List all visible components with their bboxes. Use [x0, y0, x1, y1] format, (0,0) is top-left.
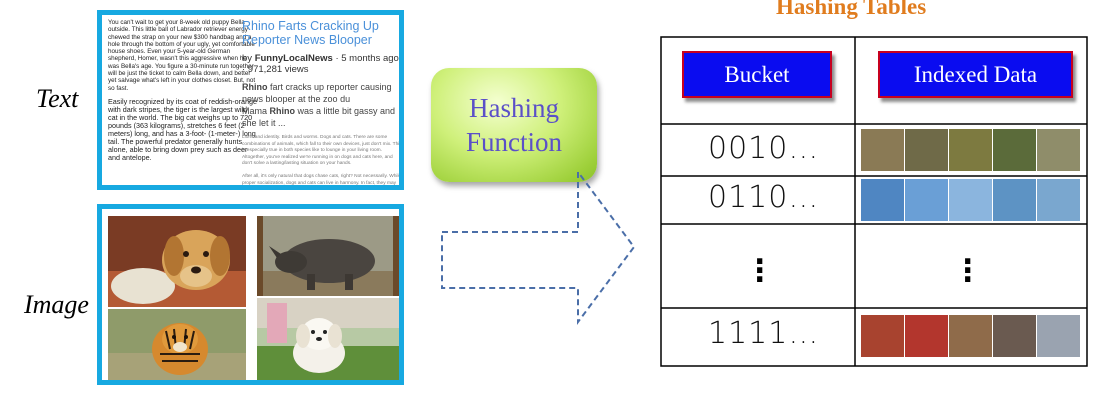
indexed-data-ships: [861, 179, 1081, 221]
bucket-header: Bucket: [682, 51, 832, 98]
news-fine-print-1: Lions and identity. Birds and worms. Dog…: [242, 135, 402, 167]
text-label: Text: [36, 84, 79, 113]
bucket-code-row-2: 0110…: [708, 180, 820, 215]
white-dog-photo: [257, 298, 399, 380]
hashing-table: Bucket Indexed Data 0010… 0110… ... ... …: [660, 36, 1089, 368]
tiger-paragraph: Easily recognized by its coat of reddish…: [108, 96, 258, 162]
data-ellipsis: ...: [962, 237, 974, 290]
hashing-function-box: Hashing Function: [431, 68, 597, 182]
tiger-photo: [108, 309, 246, 380]
puppy-photo: [108, 216, 246, 307]
puppy-paragraph: You can't wait to get your 8-week old pu…: [108, 19, 256, 92]
bucket-ellipsis: ...: [754, 237, 766, 290]
dashed-arrow-icon: [441, 170, 636, 326]
indexed-data-header: Indexed Data: [878, 51, 1073, 98]
news-meta: by FunnyLocalNews · 5 months ago · 971,2…: [242, 53, 399, 75]
hashing-function-line-1: Hashing: [469, 93, 559, 123]
indexed-data-trucks: [861, 315, 1081, 357]
text-sample-panel: You can't wait to get your 8-week old pu…: [97, 10, 404, 190]
image-label: Image: [24, 290, 89, 319]
rhino-photo: [257, 216, 399, 296]
news-fine-print-2: After all, it's only natural that dogs c…: [242, 173, 402, 190]
news-snippet: Rhino Farts Cracking Up Reporter News Bl…: [242, 19, 402, 190]
image-sample-panel: [97, 204, 404, 385]
bucket-code-row-1: 0010…: [708, 131, 820, 166]
text-sample-column: You can't wait to get your 8-week old pu…: [108, 19, 258, 168]
bucket-code-row-4: 1111…: [708, 316, 820, 351]
indexed-data-frogs: [861, 129, 1081, 171]
hashing-function-line-2: Function: [465, 127, 562, 157]
hashing-tables-title: Hashing Tables: [776, 0, 927, 19]
news-headline: Rhino Farts Cracking Up Reporter News Bl…: [242, 19, 379, 47]
table-grid: [660, 36, 1088, 367]
news-blurb: Rhino fart cracks up reporter causing ne…: [242, 82, 396, 128]
